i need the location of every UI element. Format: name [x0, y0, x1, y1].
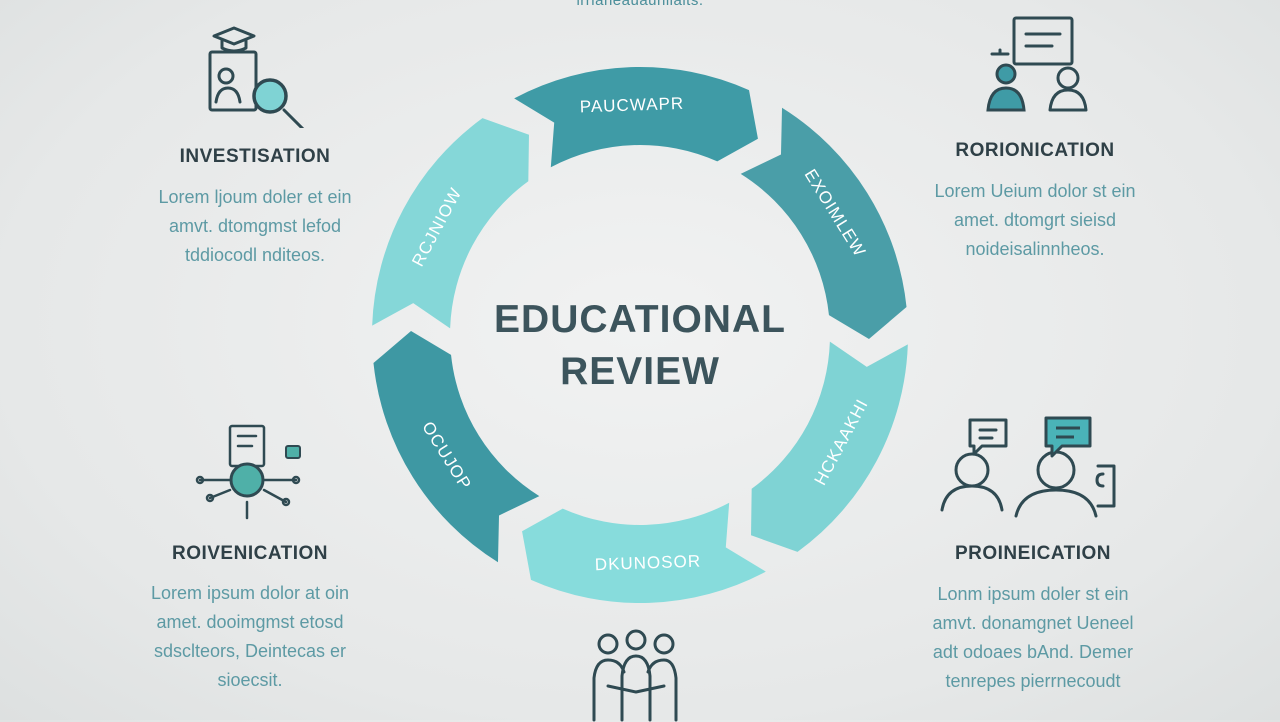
cycle-segment [740, 107, 907, 339]
cycle-segment [514, 67, 758, 168]
presentation-people-icon [986, 16, 1088, 112]
cycle-segment [373, 331, 540, 563]
cycle-segment [522, 502, 766, 603]
center-title-line2: REVIEW [560, 350, 720, 393]
cycle-segment [751, 341, 908, 552]
step-investigation: INVESTISATION Lorem ljoum doler et ein a… [110, 18, 400, 278]
step-description: Lorem ljoum doler et ein amvt. dtomgmst … [158, 187, 352, 265]
discussion-people-icon [940, 416, 1116, 518]
step-rorionication: RORIONICATION Lorem Ueium dolor st ein a… [890, 12, 1180, 272]
graduate-magnifier-icon [208, 26, 305, 128]
cycle-segment-label: PAUCWAPR [580, 94, 685, 117]
step-title: PROINEICATION [954, 543, 1112, 564]
step-proineication: PROINEICATION Lonm ipsum doler st ein am… [888, 412, 1178, 702]
circuit-brain-icon [195, 424, 301, 520]
step-title: RORIONICATION [955, 140, 1115, 161]
cycle-segment-label: DKUNOSOR [595, 551, 702, 574]
cycle-segment [372, 118, 529, 329]
center-title-line1: EDUCATIONAL [494, 298, 786, 341]
group-people-icon [592, 629, 678, 722]
step-roivenication: ROIVENICATION Lorem ipsum dolor at oin a… [105, 418, 395, 698]
step-description: Lorem ipsum dolor at oin amet. dooimgmst… [150, 583, 350, 690]
top-cut-text: irrianeauauniiaits. [576, 0, 704, 9]
step-description: Lonm ipsum doler st ein amvt. donamgnet … [932, 584, 1134, 691]
step-description: Lorem Ueium dolor st ein amet. dtomgrt s… [934, 181, 1136, 259]
step-title: ROIVENICATION [171, 543, 329, 564]
step-title: INVESTISATION [179, 146, 331, 167]
